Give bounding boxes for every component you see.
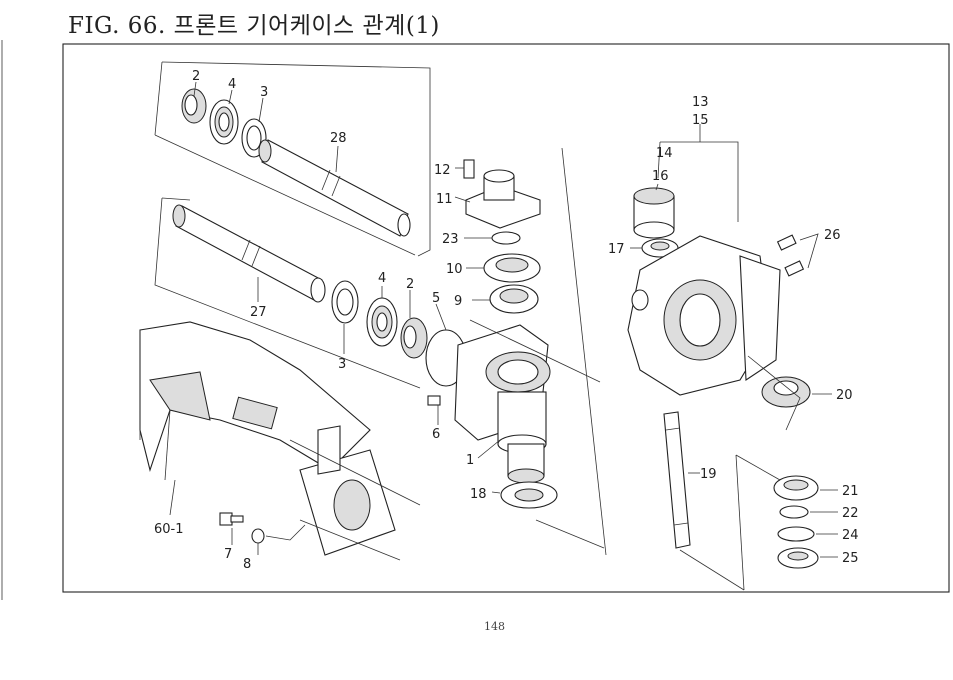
snap-ring-22 xyxy=(779,505,809,519)
seal-18 xyxy=(500,481,558,509)
gear-case-1 xyxy=(454,324,551,484)
callout-1: 1 xyxy=(466,453,474,468)
callout-16: 16 xyxy=(652,169,669,184)
bearing-9 xyxy=(489,284,539,314)
figure-title: FIG. 66. 프론트 기어케이스 관계(1) xyxy=(68,13,440,39)
callout-9: 9 xyxy=(454,294,462,309)
callout-24: 24 xyxy=(842,528,859,543)
callout-18: 18 xyxy=(470,487,487,502)
bearing-4-upper xyxy=(209,99,239,145)
bolt-12 xyxy=(463,159,475,179)
callout-21: 21 xyxy=(842,484,859,499)
callout-12: 12 xyxy=(434,163,451,178)
bearing-4-lower xyxy=(366,297,398,347)
bearing-21 xyxy=(773,475,819,501)
callout-2-upper: 2 xyxy=(192,69,200,84)
bearing-17 xyxy=(641,238,679,258)
callout-20: 20 xyxy=(836,388,853,403)
axle-housing-60-1 xyxy=(139,321,421,561)
callout-3-lower: 3 xyxy=(338,357,346,372)
callout-10: 10 xyxy=(446,262,463,277)
callout-60-1: 60-1 xyxy=(154,522,184,537)
shaft-group-lower xyxy=(154,197,428,389)
callout-5: 5 xyxy=(432,291,440,306)
callout-22: 22 xyxy=(842,506,859,521)
callout-28: 28 xyxy=(330,131,347,146)
shaft-27 xyxy=(172,204,326,303)
bearing-10 xyxy=(483,253,541,283)
plug-6 xyxy=(427,395,441,406)
callout-26: 26 xyxy=(824,228,841,243)
callout-14: 14 xyxy=(656,146,673,161)
shaft-group-upper xyxy=(154,61,431,257)
shaft-19 xyxy=(663,411,691,549)
callout-11: 11 xyxy=(436,192,453,207)
shaft-28 xyxy=(258,139,411,237)
diagram-frame xyxy=(62,43,950,593)
callout-27: 27 xyxy=(250,305,267,320)
callout-3-upper: 3 xyxy=(260,85,268,100)
washer-8 xyxy=(251,528,265,544)
collar-3-lower xyxy=(331,280,359,324)
callout-15: 15 xyxy=(692,113,709,128)
callout-13: 13 xyxy=(692,95,709,110)
seal-25 xyxy=(777,547,819,569)
bevel-gear-20 xyxy=(761,376,811,408)
callout-4-lower: 4 xyxy=(378,271,386,286)
snap-ring-24 xyxy=(777,526,815,542)
gear-case-housing-13 xyxy=(627,235,781,396)
callout-2-lower: 2 xyxy=(406,277,414,292)
bolt-7 xyxy=(219,512,244,526)
callout-23: 23 xyxy=(442,232,459,247)
callout-6: 6 xyxy=(432,427,440,442)
callout-17: 17 xyxy=(608,242,625,257)
callout-7: 7 xyxy=(224,547,232,562)
retainer-11 xyxy=(465,169,541,229)
page-number: 148 xyxy=(484,620,505,633)
callout-19: 19 xyxy=(700,467,717,482)
snap-ring-23 xyxy=(491,231,521,245)
callout-8: 8 xyxy=(243,557,251,572)
bevel-gear-2-upper xyxy=(181,88,207,124)
callout-4-upper: 4 xyxy=(228,77,236,92)
bolt-26 xyxy=(776,234,805,277)
callout-25: 25 xyxy=(842,551,859,566)
bushing-16 xyxy=(633,187,675,239)
bevel-gear-2-lower xyxy=(400,317,428,359)
